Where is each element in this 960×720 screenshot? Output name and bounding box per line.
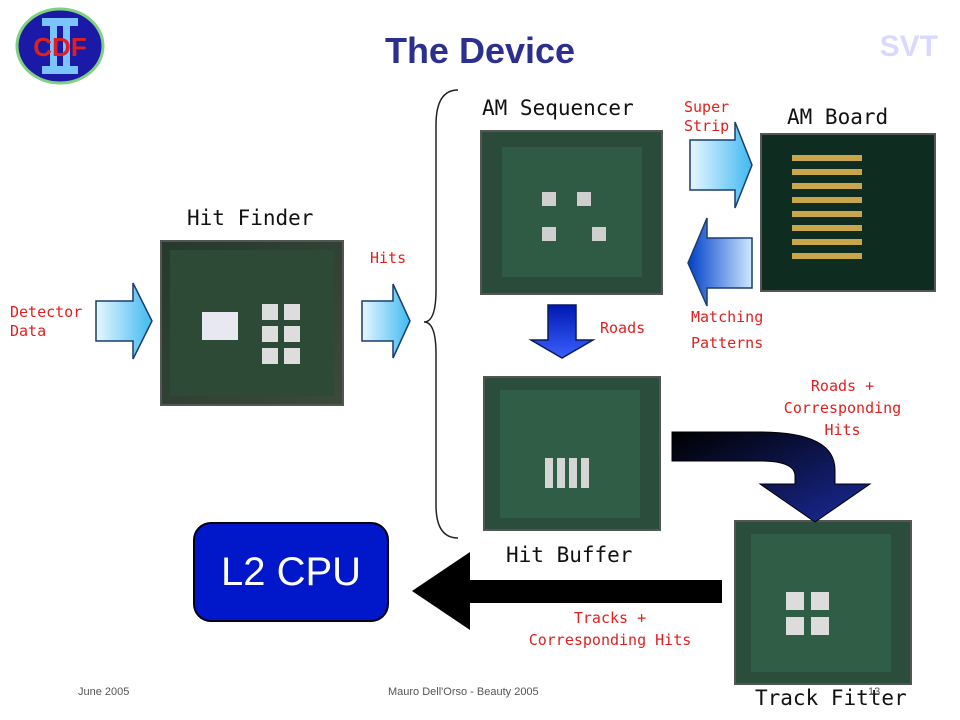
- track-fitter-board-image: [734, 520, 912, 685]
- footer-page-number: 13: [868, 686, 881, 698]
- detector-data-label: Detector Data: [10, 303, 83, 340]
- detector-data-arrow: [95, 282, 153, 360]
- hits-arrow: [361, 283, 411, 359]
- slide-title: The Device: [384, 30, 576, 71]
- track-fitter-label: Track Fitter: [755, 686, 907, 710]
- matching-patterns-arrow: [687, 217, 753, 307]
- l2-cpu-box: L2 CPU: [193, 522, 389, 622]
- matching-patterns-label: Matching Patterns: [691, 308, 764, 352]
- roads-hits-arrow: [671, 431, 872, 523]
- cdf-logo: CDF: [14, 6, 106, 86]
- roads-arrow: [528, 304, 596, 359]
- tracks-hits-label: Tracks + Corresponding Hits: [528, 609, 692, 649]
- super-strip-label: Super Strip: [684, 98, 730, 135]
- hit-buffer-label: Hit Buffer: [506, 543, 633, 567]
- roads-label: Roads: [600, 319, 646, 337]
- am-board-image: [760, 133, 936, 292]
- super-strip-arrow: [689, 121, 753, 209]
- am-sequencer-label: AM Sequencer: [482, 96, 634, 120]
- hit-buffer-board-image: [483, 376, 661, 531]
- roads-hits-label: Roads + Corresponding Hits: [783, 377, 902, 439]
- hits-label: Hits: [370, 249, 407, 267]
- hit-finder-board-image: [160, 240, 344, 406]
- tracks-arrow: [412, 552, 722, 630]
- footer-date: June 2005: [78, 686, 130, 698]
- am-sequencer-board-image: [480, 130, 663, 295]
- footer-author: Mauro Dell'Orso - Beauty 2005: [388, 686, 539, 698]
- grouping-bracket: [423, 89, 459, 539]
- hit-finder-label: Hit Finder: [187, 206, 314, 230]
- cdf-logo-text: CDF: [33, 32, 87, 62]
- am-board-label: AM Board: [787, 105, 889, 129]
- svt-logo: SVT: [879, 30, 938, 63]
